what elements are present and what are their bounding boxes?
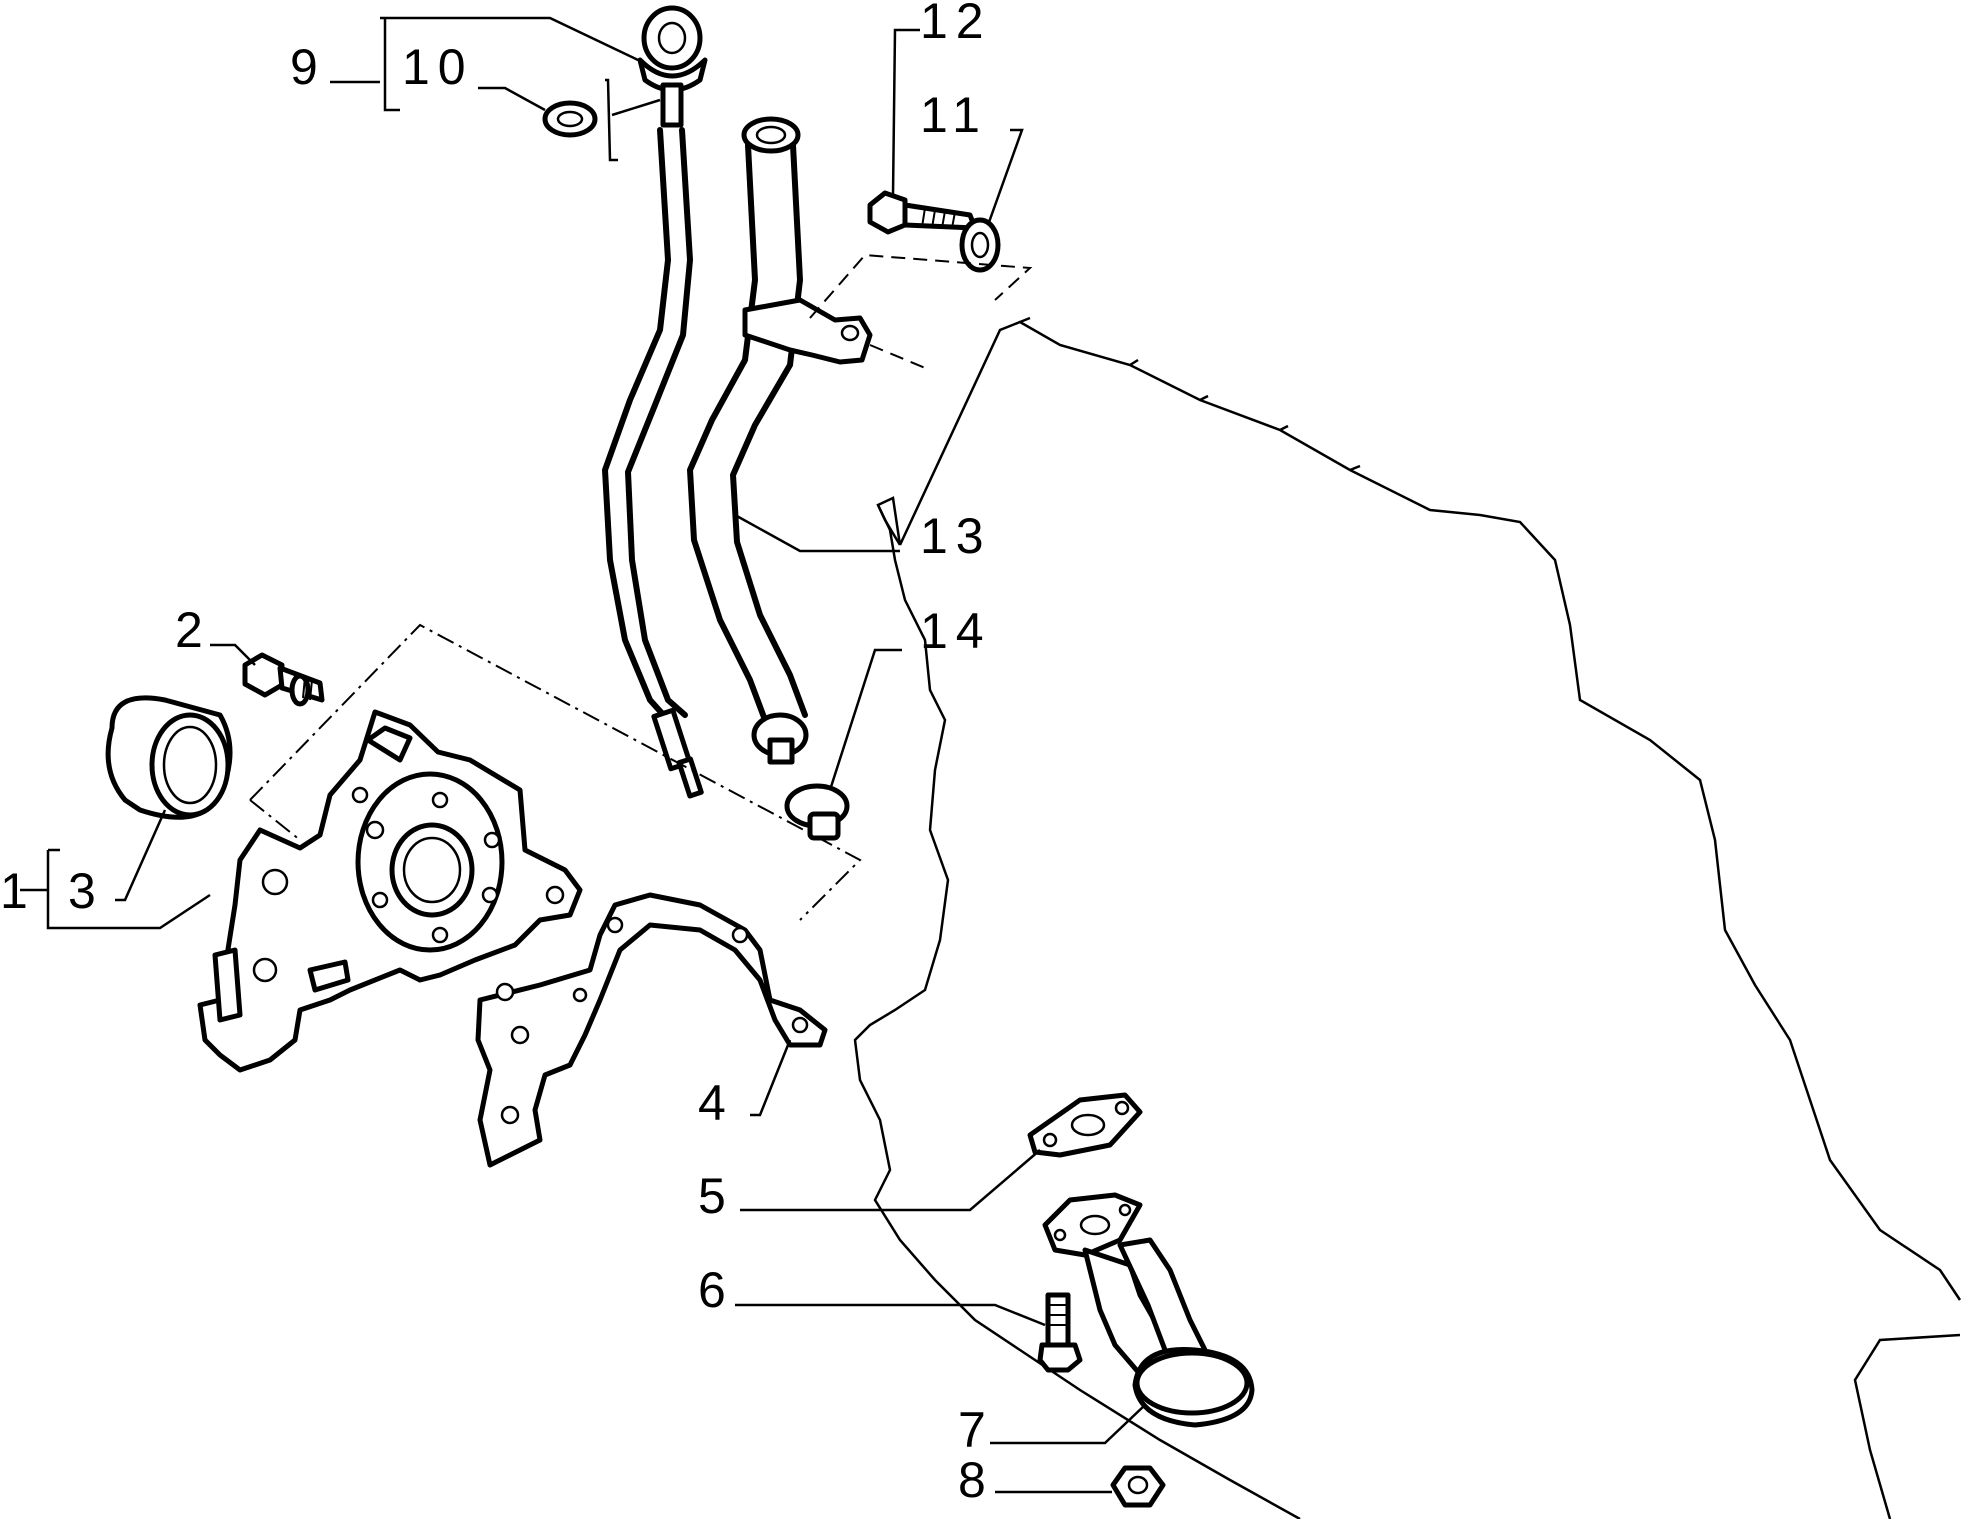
- plug-cap: [784, 783, 850, 841]
- callout-12: 12: [920, 0, 992, 49]
- oil-pump-housing: [197, 709, 583, 1073]
- callout-13: 13: [920, 508, 992, 564]
- oil-dipstick: [602, 5, 708, 799]
- callout-labels: 1 2 3 4 5 6 7 8 9 10 11 12 13 14: [0, 0, 994, 1508]
- callout-7: 7: [958, 1402, 994, 1458]
- callout-14: 14: [920, 603, 992, 659]
- callout-6: 6: [698, 1262, 734, 1318]
- stud-bolt-2: [242, 652, 325, 707]
- pickup-gasket-5: [1027, 1092, 1143, 1158]
- crank-seal-3: [105, 695, 233, 820]
- bolt-6: [1037, 1292, 1083, 1373]
- dashdot-guide-pump: [249, 623, 862, 921]
- nut-8: [1110, 1465, 1166, 1508]
- dashed-guide-11: [809, 253, 1033, 371]
- callout-2: 2: [175, 602, 211, 658]
- oring-10: [542, 100, 598, 138]
- bolt-12: [867, 190, 978, 235]
- dipstick-tube: [687, 116, 873, 765]
- callout-3: 3: [68, 863, 104, 919]
- engine-block-outline: [853, 316, 1962, 1519]
- callout-9: 9: [290, 39, 326, 95]
- callout-8: 8: [958, 1452, 994, 1508]
- washer-11: [959, 217, 1001, 273]
- callout-4: 4: [698, 1075, 734, 1131]
- callout-11: 11: [920, 87, 988, 143]
- front-gasket-4: [475, 892, 828, 1168]
- leader-lines: [20, 16, 1146, 1494]
- callout-1: 1: [0, 863, 36, 919]
- callout-5: 5: [698, 1168, 734, 1224]
- callout-10: 10: [402, 39, 474, 95]
- oil-pickup-strainer-7: [1042, 1192, 1255, 1428]
